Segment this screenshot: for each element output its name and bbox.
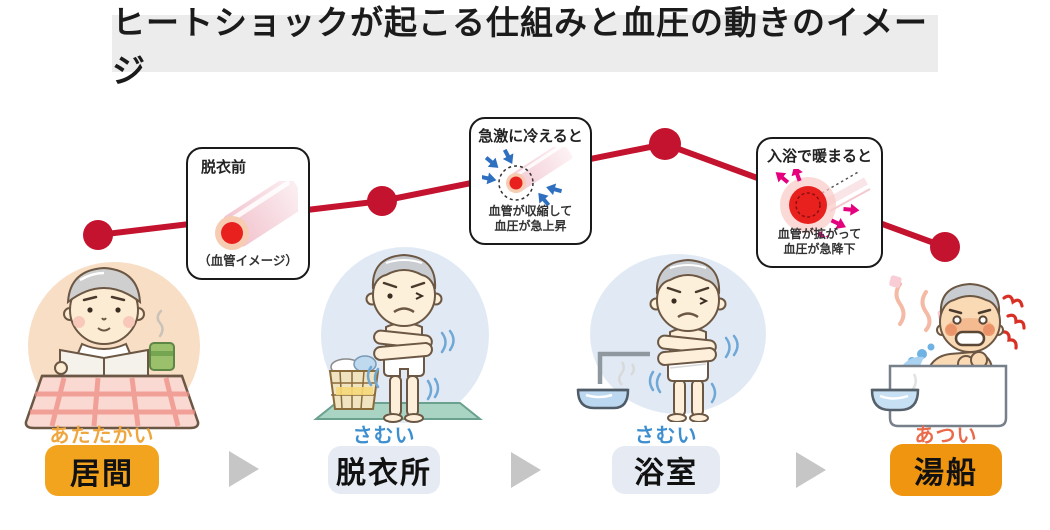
normal-blood-vessel-icon [215, 181, 298, 250]
place-box-bathtub: 湯船 [890, 444, 1002, 496]
right-arrow-icon [796, 452, 826, 488]
feeling-label-bathtub: あつい [914, 425, 978, 447]
callout-before-undressing: 脱衣前 （血管イメージ） [186, 147, 310, 280]
callout-caption: 血管が拡がって 血圧が急降下 [777, 226, 862, 257]
callout-heading: 脱衣前 [201, 159, 247, 176]
dilated-blood-vessel-icon [771, 169, 871, 237]
title-banner: ヒートショックが起こる仕組みと血圧の動きのイメージ [112, 4, 938, 89]
right-arrow-icon [511, 452, 541, 488]
callout-sudden-cooling: 急激に冷えると 血管が収縮して [469, 117, 592, 245]
bp-point-bathtub [930, 232, 960, 262]
feeling-label-bathroom: さむい [634, 425, 698, 447]
right-arrow-icon [229, 451, 259, 487]
bp-point-dressing-room [367, 186, 397, 216]
place-box-bathroom: 浴室 [612, 446, 720, 494]
page-title: ヒートショックが起こる仕組みと血圧の動きのイメージ [112, 3, 928, 89]
bp-point-peak [649, 128, 681, 160]
dressing-room-scene-icon [313, 247, 489, 423]
living-room-scene-icon [24, 262, 200, 430]
place-box-dressing-room: 脱衣所 [328, 446, 440, 494]
bathroom-scene-icon [576, 254, 766, 422]
bathtub-scene-icon [870, 275, 1026, 428]
callout-caption: （血管イメージ） [198, 253, 298, 268]
place-box-living-room: 居間 [45, 445, 159, 496]
constricted-blood-vessel-icon [482, 147, 573, 209]
callout-bath-warming: 入浴で暖まると 血管が拡がって 血圧が急降下 [756, 137, 883, 268]
feeling-label-living-room: あたたかい [49, 425, 155, 447]
callout-heading: 急激に冷えると [478, 128, 583, 145]
callout-heading: 入浴で暖まると [766, 148, 872, 165]
feeling-label-dressing-room: さむい [352, 425, 416, 447]
bp-point-living-room [83, 220, 113, 250]
callout-caption: 血管が収縮して 血圧が急上昇 [488, 203, 573, 234]
